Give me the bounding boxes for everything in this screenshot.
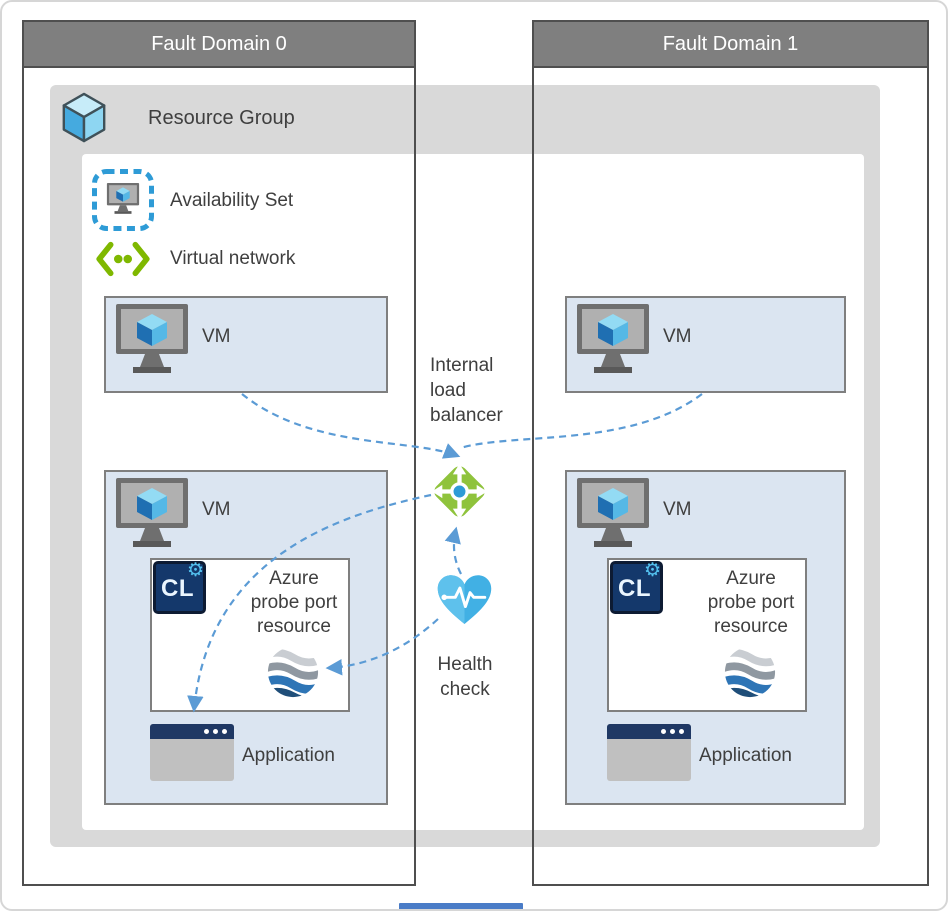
application-titlebar [150, 724, 234, 739]
health-check-label: Health check [437, 654, 493, 700]
vm-label: VM [202, 499, 231, 520]
virtual-network-icon [94, 240, 152, 278]
cluster-badge-label: CL [618, 575, 651, 602]
probe-globe-icon [266, 645, 320, 699]
availability-set-icon [91, 168, 155, 232]
application-icon [607, 724, 691, 781]
window-dot [670, 729, 675, 734]
fault-domain-0-label: Fault Domain 0 [151, 32, 287, 55]
vm-label: VM [202, 326, 231, 347]
load-balancer-icon [428, 460, 491, 523]
window-dot [661, 729, 666, 734]
application-titlebar [607, 724, 691, 739]
vm-label: VM [663, 499, 692, 520]
vm-icon [575, 302, 651, 380]
probe-globe-icon [723, 645, 777, 699]
virtual-network-label: Virtual network [170, 248, 296, 269]
window-dot [679, 729, 684, 734]
window-dot [213, 729, 218, 734]
vm-label: VM [663, 326, 692, 347]
cluster-badge-icon: CL ⚙ [610, 561, 663, 614]
vm-box-top-right [565, 296, 846, 393]
fault-domain-1-label: Fault Domain 1 [662, 32, 799, 55]
application-icon [150, 724, 234, 781]
application-label: Application [242, 745, 335, 766]
fault-domain-1-header: Fault Domain 1 [534, 22, 927, 68]
probe-port-label: Azure probe port resource [250, 568, 338, 637]
gear-icon: ⚙ [643, 560, 661, 581]
window-dot [204, 729, 209, 734]
bottom-blue-bar [399, 903, 523, 909]
application-label: Application [699, 745, 792, 766]
internal-load-balancer-label: Internal load balancer [430, 355, 503, 426]
probe-port-label: Azure probe port resource [707, 568, 795, 637]
cluster-badge-icon: CL ⚙ [153, 561, 206, 614]
cluster-badge-label: CL [161, 575, 194, 602]
vm-icon [575, 476, 651, 554]
vm-icon [114, 302, 190, 380]
window-dot [222, 729, 227, 734]
gear-icon: ⚙ [186, 560, 204, 581]
availability-set-label: Availability Set [170, 190, 294, 211]
fault-domain-0-header: Fault Domain 0 [24, 22, 414, 68]
resource-group-icon [59, 90, 109, 146]
health-check-icon [435, 574, 494, 628]
resource-group-label: Resource Group [148, 107, 295, 129]
vm-icon [114, 476, 190, 554]
